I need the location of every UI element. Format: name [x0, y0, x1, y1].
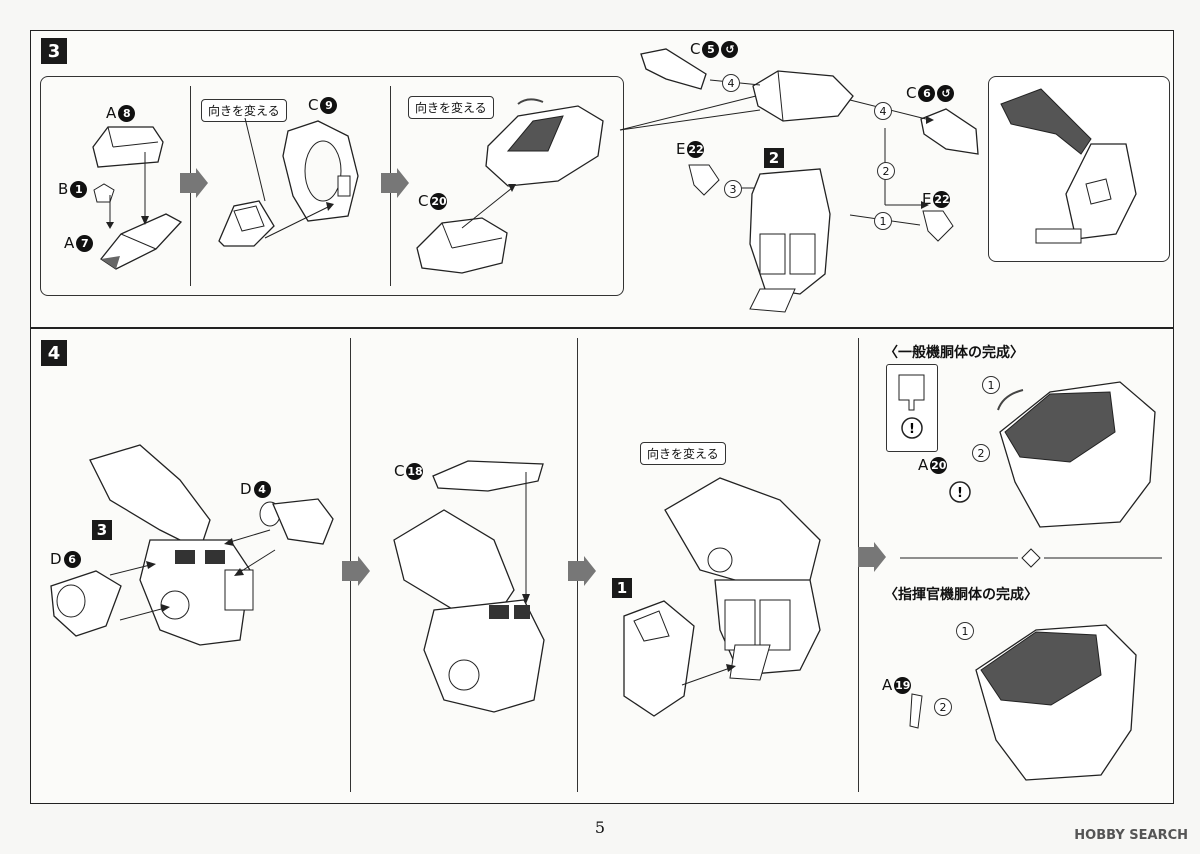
part-c6-drawing — [920, 108, 979, 155]
process-arrow — [180, 168, 208, 198]
general-torso-drawing — [997, 381, 1156, 528]
process-arrow — [342, 556, 370, 586]
torso-upper-drawing — [485, 98, 604, 187]
assembly-arrow — [522, 472, 530, 604]
part-e22-left-drawing — [688, 164, 720, 196]
watermark-logo: HOBBY SEARCH — [1074, 828, 1188, 843]
commander-torso-drawing — [975, 624, 1137, 781]
turn-around-tag: 向きを変える — [640, 442, 726, 465]
order-marker-1: 1 — [982, 376, 1000, 394]
torso-assembly-drawing — [393, 509, 545, 713]
subassembly-ref-3: 3 — [92, 520, 112, 540]
part-c20-drawing — [416, 217, 508, 274]
caution-icon: ! — [949, 481, 971, 503]
heading-general-torso-complete: 〈一般機胴体の完成〉 — [884, 345, 1024, 361]
order-marker-4: 4 — [874, 102, 892, 120]
assembly-arrow — [681, 664, 736, 686]
assembly-arrow — [244, 117, 334, 239]
page-number: 5 — [594, 818, 606, 837]
separator-line — [900, 548, 1162, 568]
lower-body-drawing — [749, 168, 831, 313]
step-3-number: 3 — [41, 38, 67, 64]
part-c18-drawing — [432, 460, 544, 492]
order-marker-2: 2 — [877, 162, 895, 180]
subassembly-ref-2: 2 — [764, 148, 784, 168]
subassembly-ref-1: 1 — [612, 578, 632, 598]
assembly-arrow — [109, 529, 276, 621]
detail-callout-drawing: ! — [898, 374, 925, 439]
assembly-arrow — [106, 152, 149, 229]
torso-assembly-drawing — [89, 444, 254, 646]
process-arrow — [381, 168, 409, 198]
part-a19-drawing — [909, 693, 923, 729]
callout-lines — [619, 94, 761, 131]
part-a7-assembly-drawing — [218, 200, 275, 247]
order-marker-4: 4 — [722, 74, 740, 92]
part-d6-drawing — [50, 570, 122, 637]
hip-part-drawing — [623, 600, 695, 717]
order-marker-3: 3 — [724, 180, 742, 198]
torso-upper-drawing — [664, 477, 821, 681]
heading-commander-torso-complete: 〈指揮官機胴体の完成〉 — [884, 587, 1038, 603]
part-d4-drawing — [259, 498, 334, 545]
svg-text:!: ! — [909, 422, 915, 437]
order-marker-2: 2 — [934, 698, 952, 716]
turn-around-tag: 向きを変える — [408, 96, 494, 119]
cement-icon: ↺ — [937, 84, 955, 102]
part-e22-right-drawing — [922, 210, 954, 242]
torso-upper-assembly-drawing — [752, 70, 854, 122]
part-c9-drawing — [282, 120, 359, 222]
step-4-number: 4 — [41, 340, 67, 366]
process-arrow — [568, 556, 596, 586]
order-marker-2: 2 — [972, 444, 990, 462]
order-marker-1: 1 — [874, 212, 892, 230]
svg-text:!: ! — [957, 486, 963, 501]
turn-around-tag: 向きを変える — [201, 99, 287, 122]
completed-preview-drawing — [1000, 88, 1137, 244]
part-a7-drawing — [100, 213, 183, 270]
process-arrow — [858, 542, 886, 572]
assembly-arrow — [461, 184, 516, 229]
part-b1-drawing — [93, 183, 115, 203]
part-c5-drawing — [640, 48, 707, 90]
cement-icon: ↺ — [721, 40, 739, 58]
order-marker-1: 1 — [956, 622, 974, 640]
